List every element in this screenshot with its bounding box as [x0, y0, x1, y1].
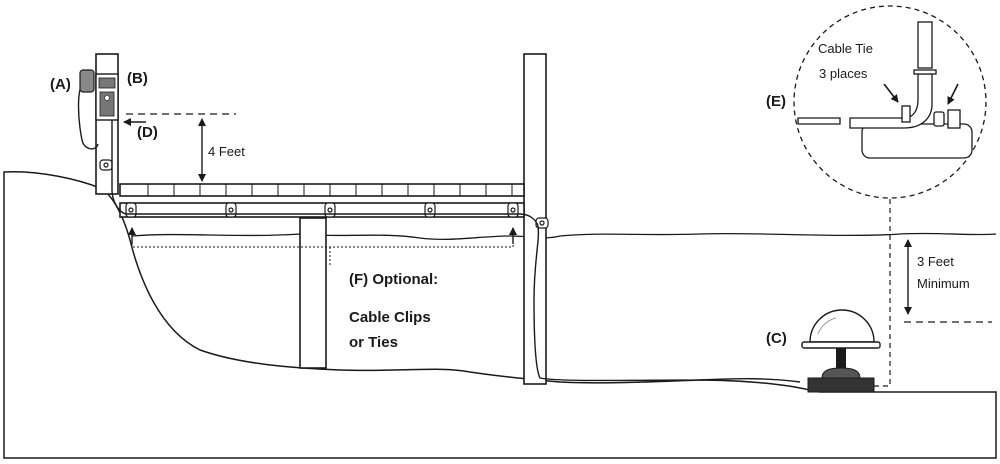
- label-a: (A): [50, 76, 71, 93]
- tie-arrow-right: [947, 83, 959, 105]
- detail-cable-tie: Cable Tie: [818, 41, 873, 56]
- dimension-3-feet: 3 Feet: [917, 254, 954, 269]
- detail-3-places: 3 places: [819, 66, 868, 81]
- label-e: (E): [766, 93, 786, 110]
- transducer-device: [801, 309, 881, 393]
- dock-joist: [119, 202, 525, 218]
- label-c: (C): [766, 330, 787, 347]
- label-d: (D): [137, 124, 158, 141]
- dock-deck: [119, 183, 525, 197]
- label-f-cable-clips: Cable Clips: [349, 309, 431, 326]
- dimension-minimum: Minimum: [917, 276, 970, 291]
- tie-arrow-left: [883, 83, 899, 103]
- detail-leader: [874, 196, 891, 387]
- water-surface: [131, 232, 997, 240]
- cable-run: [111, 120, 801, 383]
- label-f-optional: (F) Optional:: [349, 271, 439, 288]
- dock-post-middle: [299, 217, 327, 369]
- detail-drawing: [797, 21, 973, 159]
- dimension-4-feet: 4 Feet: [208, 144, 245, 159]
- power-cord: [77, 79, 99, 150]
- power-adapter: [79, 69, 95, 93]
- deck-board-seams: [147, 184, 513, 196]
- label-f-or-ties: or Ties: [349, 334, 398, 351]
- detail-circle: [793, 5, 987, 199]
- label-b: (B): [127, 70, 148, 87]
